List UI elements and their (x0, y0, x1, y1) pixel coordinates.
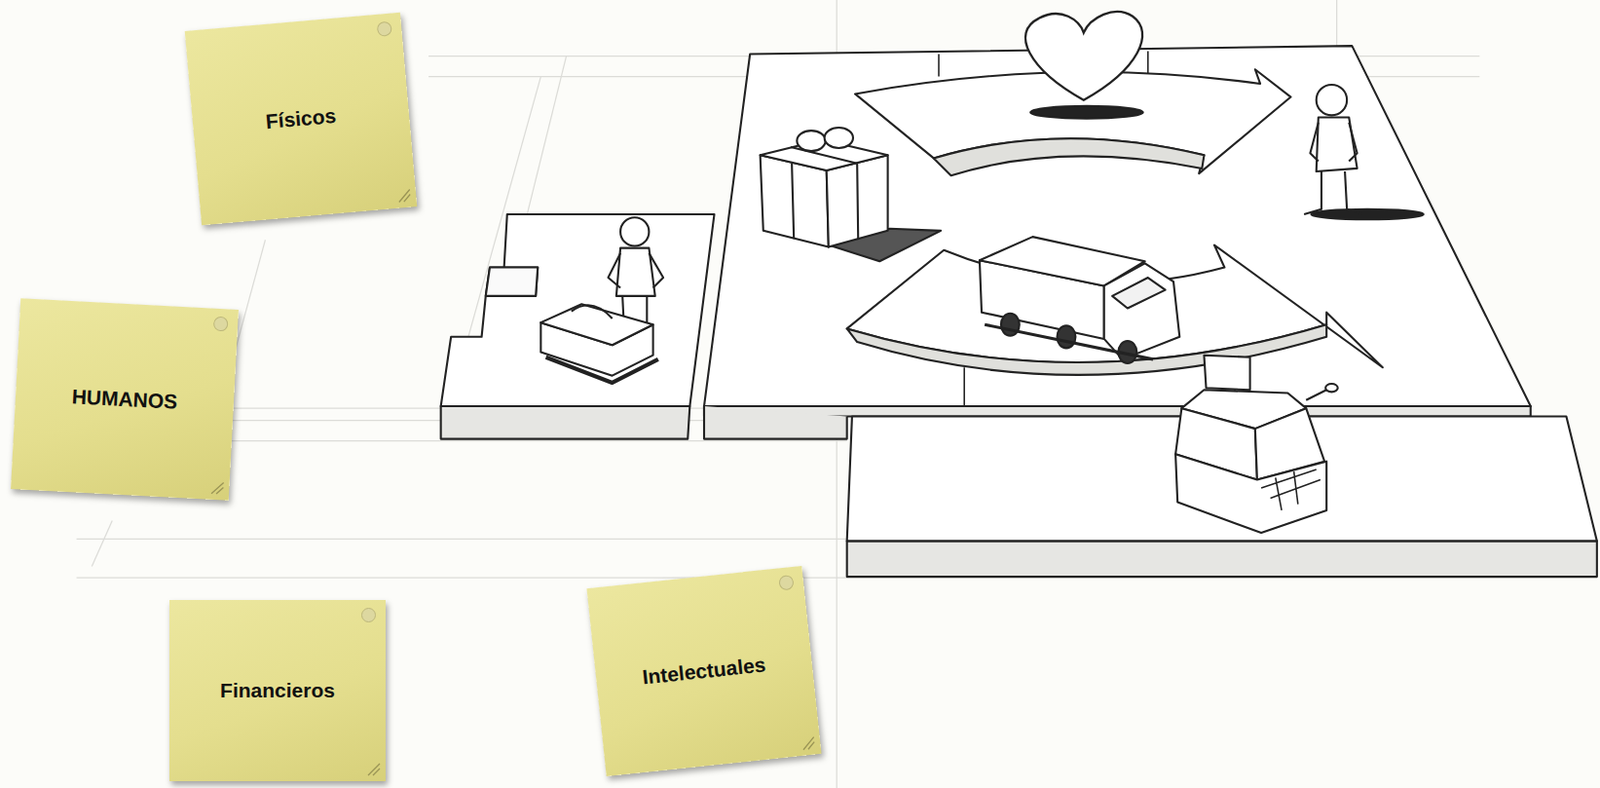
key-resources-figure (608, 253, 665, 289)
pin-dot (213, 316, 229, 333)
customer-figure (1316, 84, 1347, 115)
key-resources-figure (540, 303, 653, 345)
note-label: HUMANOS (71, 384, 179, 414)
pin-dot (361, 607, 376, 623)
corner-fold (209, 480, 226, 497)
heart-icon (1025, 11, 1143, 101)
sticky-note: HUMANOS (10, 297, 239, 500)
note-label: Financieros (220, 678, 335, 703)
cash-register-icon (1325, 383, 1339, 392)
truck-icon (1112, 277, 1165, 308)
heart-icon (1025, 11, 1144, 119)
value-customer-block (963, 367, 966, 407)
corner-fold (800, 734, 819, 752)
value-customer-block (704, 406, 848, 440)
truck-icon (1104, 262, 1181, 360)
truck-icon (1057, 325, 1077, 348)
relationship-arrows (847, 69, 1383, 375)
key-resources-figure (571, 304, 613, 319)
customer-figure (1309, 122, 1357, 162)
relationship-arrows (933, 138, 1205, 176)
key-resources-figure (620, 217, 649, 246)
key-resources-block (441, 214, 715, 407)
truck-icon (984, 324, 1154, 360)
cash-register-icon (1175, 453, 1327, 533)
gift-box-icon (790, 147, 858, 239)
value-customer-block (704, 45, 1531, 439)
key-resources-block (441, 406, 691, 440)
cash-register-icon (1305, 389, 1327, 400)
corner-fold (802, 737, 816, 750)
key-resources-block (485, 267, 538, 297)
corner-fold (211, 482, 224, 495)
customer-figure (1303, 84, 1424, 220)
cash-register-icon (1175, 355, 1339, 533)
value-customer-block (1147, 50, 1150, 74)
heart-icon (1030, 106, 1143, 119)
cash-register-icon (1203, 355, 1250, 391)
gift-box-icon (796, 130, 825, 151)
cash-register-icon (1261, 469, 1321, 511)
value-customer-block (937, 54, 940, 77)
corner-fold (396, 186, 413, 204)
customer-figure (1310, 209, 1423, 220)
customer-figure (1303, 171, 1363, 215)
gift-box-icon (824, 127, 854, 149)
grid-lines (76, 538, 848, 540)
truck-icon (979, 236, 1180, 364)
value-customer-block (704, 45, 1531, 407)
note-label: Intelectuales (640, 652, 767, 689)
revenue-block (847, 540, 1598, 577)
key-resources-figure (546, 357, 659, 383)
sticky-note: Físicos (185, 12, 418, 226)
customer-figure (1316, 117, 1358, 173)
key-resources-figure (540, 217, 664, 383)
sticky-note: Financieros (169, 599, 386, 782)
note-label: Físicos (264, 104, 337, 134)
sticky-note: Intelectuales (586, 565, 821, 777)
grid-lines (1336, 0, 1338, 46)
pin-dot (376, 21, 393, 38)
key-resources-block (441, 214, 715, 440)
pin-dot (778, 574, 794, 591)
corner-fold (398, 189, 411, 203)
corner-fold (366, 761, 382, 778)
corner-fold (368, 763, 380, 776)
gift-box-icon (760, 127, 941, 261)
value-customer-block (704, 406, 1531, 416)
grid-lines (91, 520, 112, 566)
